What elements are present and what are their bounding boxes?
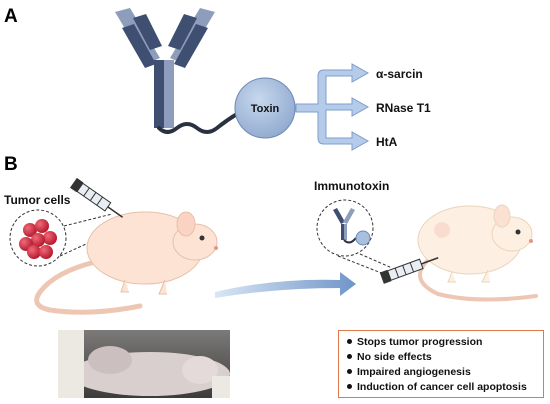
bullet-icon <box>347 368 352 374</box>
immunotoxin-label: Immunotoxin <box>314 179 389 193</box>
panel-label-b: B <box>4 154 18 175</box>
outcome-item: Induction of cancer cell apoptosis <box>347 380 537 395</box>
outcome-text: Induction of cancer cell apoptosis <box>357 381 527 393</box>
mouse-photo <box>58 330 230 398</box>
bullet-icon <box>347 338 352 344</box>
mouse-right <box>417 204 538 302</box>
antibody-large <box>115 8 239 134</box>
tumor-cells-label: Tumor cells <box>4 193 71 207</box>
outcome-text: Stops tumor progression <box>357 336 483 348</box>
bullet-icon <box>347 383 352 389</box>
progression-arrow <box>215 272 356 298</box>
target-alpha-sarcin: α-sarcin <box>376 67 423 81</box>
immunotoxin-zoom <box>316 199 393 275</box>
outcome-text: Impaired angiogenesis <box>357 366 471 378</box>
bullet-icon <box>347 353 352 359</box>
target-rnase-t1: RNase T1 <box>376 101 431 115</box>
outcome-text: No side effects <box>357 351 432 363</box>
tumor-cells-zoom <box>9 209 113 267</box>
outcome-item: Stops tumor progression <box>347 335 537 350</box>
syringe-right-icon <box>379 257 439 284</box>
outcome-item: No side effects <box>347 350 537 365</box>
target-hta: HtA <box>376 135 398 149</box>
syringe-left-icon <box>69 177 124 218</box>
outcomes-list: Stops tumor progression No side effects … <box>347 335 537 395</box>
mouse-left <box>34 211 218 315</box>
panel-label-a: A <box>4 6 18 27</box>
toxin-circle <box>234 77 296 139</box>
outcomes-box: Stops tumor progression No side effects … <box>338 330 544 398</box>
outcome-item: Impaired angiogenesis <box>347 365 537 380</box>
branch-arrows <box>295 63 370 151</box>
toxin-label: Toxin <box>251 103 280 115</box>
